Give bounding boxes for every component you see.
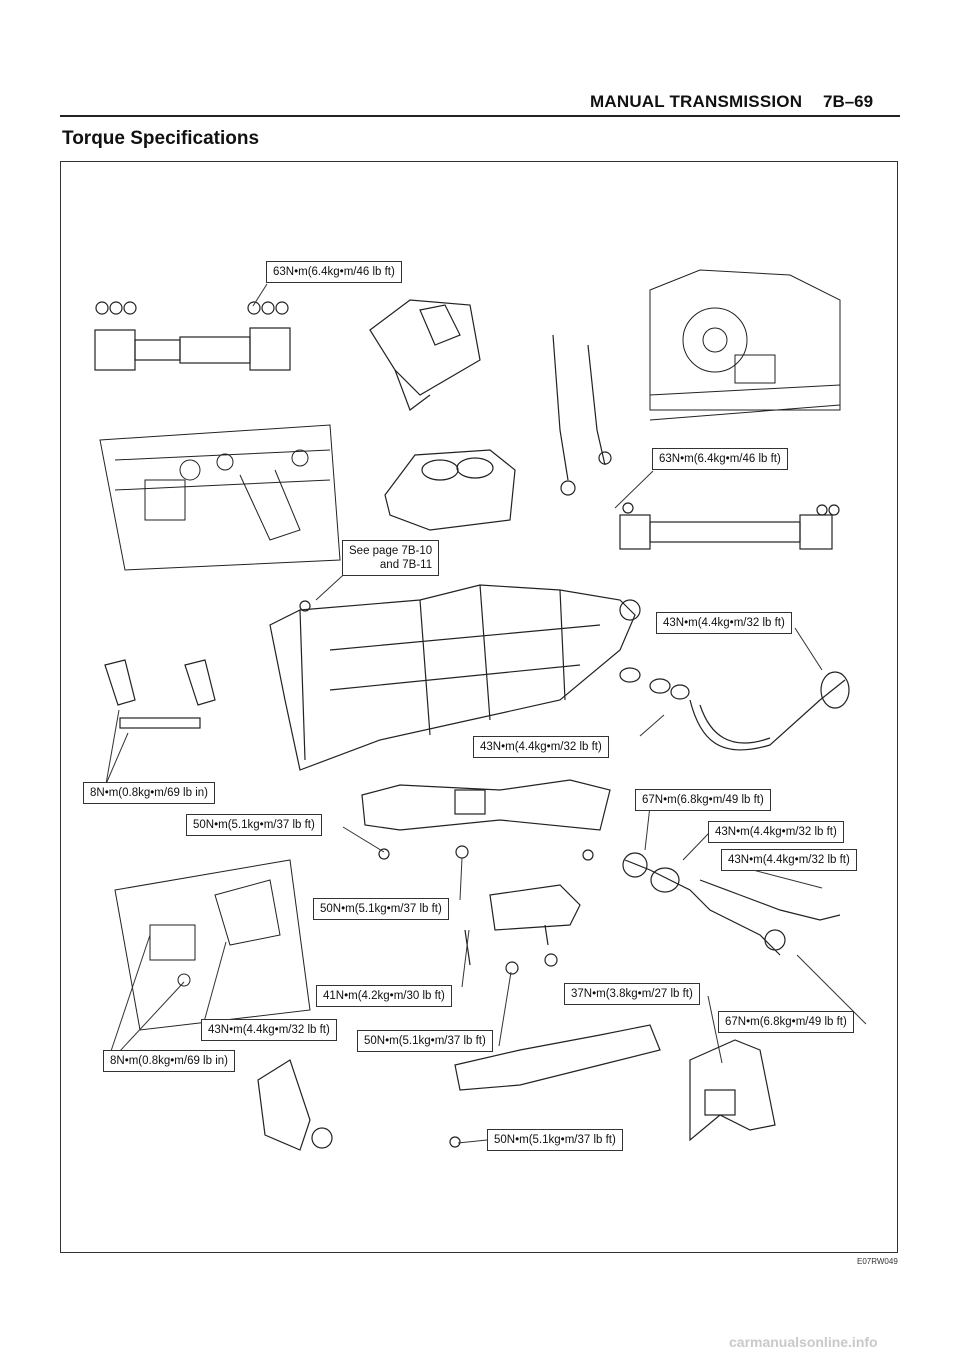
exhaust-lower-assembly	[622, 852, 841, 956]
torque-callout-mount-nut: 50N•m(5.1kg•m/37 lb ft)	[313, 898, 449, 920]
shift-cables	[552, 334, 612, 496]
torque-callout-exhaust-rear-nut: 67N•m(6.8kg•m/49 lb ft)	[718, 1011, 854, 1033]
underbody-view-top-right	[649, 269, 841, 421]
torque-callout-exhaust-bracket: 43N•m(4.4kg•m/32 lb ft)	[473, 736, 609, 758]
torque-callout-rear-plate: 8N•m(0.8kg•m/69 lb in)	[83, 782, 215, 804]
heat-shield	[257, 1059, 333, 1151]
underbody-view-left	[99, 424, 341, 571]
torque-callout-lower-crossmember: 50N•m(5.1kg•m/37 lb ft)	[487, 1129, 623, 1151]
rear-bracket-right	[689, 1039, 776, 1142]
page-title: Torque Specifications	[62, 128, 260, 149]
front-propeller-shaft	[94, 301, 291, 371]
leader-lines	[105, 283, 867, 1144]
torque-callout-mount-nut-lower: 50N•m(5.1kg•m/37 lb ft)	[357, 1030, 493, 1052]
torque-callout-shield-bolt: 43N•m(4.4kg•m/32 lb ft)	[201, 1019, 337, 1041]
rear-plates-left	[104, 659, 216, 729]
torque-callout-lower-plate: 8N•m(0.8kg•m/69 lb in)	[103, 1050, 235, 1072]
page-number: 7B–69	[823, 92, 874, 111]
lower-crossmember-plate	[449, 1024, 661, 1148]
rear-propeller-shaft	[619, 502, 840, 550]
underbody-view-lower-left	[114, 859, 311, 1031]
torque-callout-exhaust-nut-a: 43N•m(4.4kg•m/32 lb ft)	[708, 821, 844, 843]
figure-frame	[60, 161, 898, 1253]
shift-console	[369, 299, 481, 411]
section-header: MANUAL TRANSMISSION	[590, 92, 803, 111]
torque-callout-crossmember-bolt: 50N•m(5.1kg•m/37 lb ft)	[186, 814, 322, 836]
footer-watermark: carmanualsonline.info	[729, 1334, 878, 1350]
exhaust-front-pipe	[619, 667, 850, 751]
torque-callout-exhaust-flange-upper: 43N•m(4.4kg•m/32 lb ft)	[656, 612, 792, 634]
transmission-crossmember	[361, 779, 611, 831]
crossmember-bolts	[378, 845, 594, 861]
rear-mount-bracket	[464, 884, 581, 975]
torque-callout-exhaust-nut-b: 43N•m(4.4kg•m/32 lb ft)	[721, 849, 857, 871]
figure-code: E07RW049	[857, 1257, 898, 1266]
torque-callout-front-prop-shaft: 63N•m(6.4kg•m/46 lb ft)	[266, 261, 402, 283]
torque-callout-exhaust-manifold-nut: 67N•m(6.8kg•m/49 lb ft)	[635, 789, 771, 811]
see-page-reference: See page 7B-10 and 7B-11	[342, 540, 440, 576]
torque-callout-rear-prop-shaft: 63N•m(6.4kg•m/46 lb ft)	[652, 448, 788, 470]
shift-tower-cover	[384, 449, 516, 531]
header-rule	[60, 115, 900, 117]
transmission-assembly	[269, 584, 641, 771]
torque-callout-bracket-bolt: 37N•m(3.8kg•m/27 lb ft)	[564, 983, 700, 1005]
torque-callout-mount-bolt: 41N•m(4.2kg•m/30 lb ft)	[316, 985, 452, 1007]
